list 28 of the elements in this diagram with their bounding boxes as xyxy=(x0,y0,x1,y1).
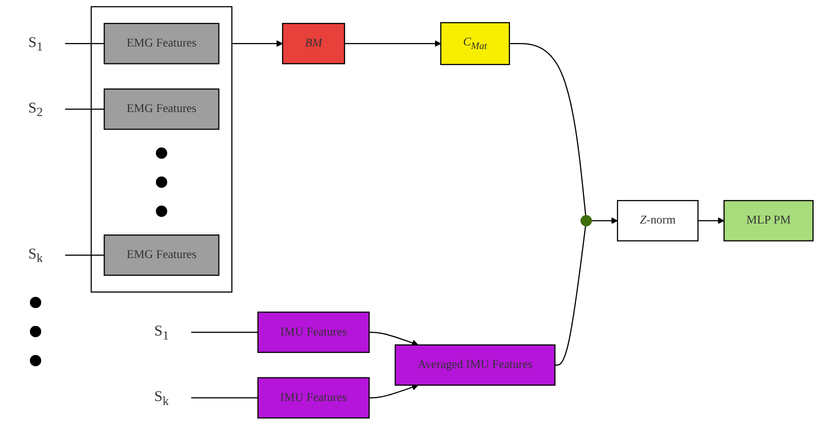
node-text: S$_{k}$ xyxy=(28,246,43,266)
connector xyxy=(509,43,586,216)
node-box: C$_{Mat}$ xyxy=(440,22,510,66)
connector xyxy=(65,43,104,44)
connector xyxy=(65,254,104,256)
arrow xyxy=(591,217,618,224)
arrow xyxy=(232,40,283,47)
node-text: S$_{1}$ xyxy=(28,34,43,54)
node-text: S$_{1}$ xyxy=(154,322,169,342)
node-box: Averaged IMU Features xyxy=(394,344,556,386)
arrow xyxy=(369,332,418,346)
node-box: MLP PM xyxy=(724,200,814,242)
node-text: S$_{2}$ xyxy=(28,100,43,120)
node-box: EMG Features xyxy=(104,22,220,64)
node-text: S$_{k}$ xyxy=(154,388,169,408)
node-box: IMU Features xyxy=(257,377,370,418)
arrow xyxy=(344,40,442,47)
node-box: Z-norm xyxy=(616,200,699,242)
connector xyxy=(191,397,258,398)
arrow xyxy=(369,384,418,398)
connector xyxy=(554,226,586,366)
node-box: EMG Features xyxy=(104,88,220,130)
arrow xyxy=(698,217,724,224)
node-box: IMU Features xyxy=(257,312,370,353)
connector xyxy=(191,332,258,333)
node-box: EMG Features xyxy=(104,234,220,276)
connector xyxy=(65,108,104,110)
cluster xyxy=(90,6,232,293)
